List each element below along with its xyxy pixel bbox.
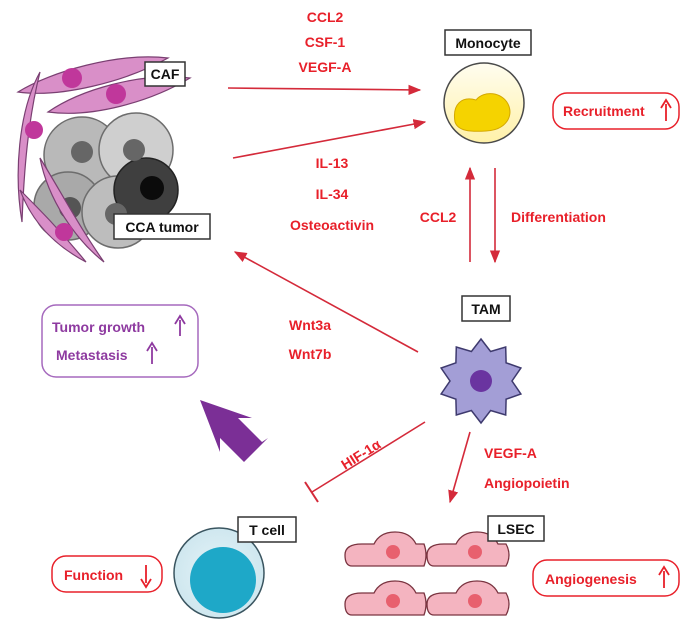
recruitment-box — [552, 92, 680, 130]
caf-cell — [39, 157, 105, 263]
lsec-cell — [344, 580, 427, 616]
cca-tumor-label: CCA tumor — [125, 219, 199, 235]
caf-cell — [16, 56, 170, 94]
factor-osteoactivin: Osteoactivin — [290, 217, 374, 233]
angiogenesis-box — [532, 559, 680, 597]
monocyte-nucleus — [453, 93, 511, 132]
function-box — [51, 555, 163, 593]
caf-nucleus — [55, 223, 73, 241]
recruitment-label: Recruitment — [563, 103, 645, 119]
factor-wnt7b: Wnt7b — [289, 346, 332, 362]
arrow-tam-to-tumor — [233, 251, 419, 353]
caf-cell — [17, 71, 41, 223]
arrow-tumor-to-monocyte — [232, 119, 427, 159]
inhibition-bar — [304, 481, 319, 503]
caf-label-box — [144, 61, 186, 87]
t-cell-label-box — [237, 516, 297, 543]
up-arrow-icon — [660, 98, 672, 121]
lsec-cell — [344, 531, 427, 567]
monocyte-label-box — [444, 29, 532, 56]
t-cell-label: T cell — [249, 522, 285, 538]
caf-nucleus — [106, 84, 126, 104]
factor-csf1: CSF-1 — [305, 34, 346, 50]
cca-tumor-label-box — [113, 213, 211, 240]
lsec-nucleus — [386, 594, 400, 608]
factor-ccl2-tam: CCL2 — [420, 209, 457, 225]
tam-label: TAM — [471, 301, 500, 317]
factor-wnt3a: Wnt3a — [289, 317, 331, 333]
up-arrow-icon — [174, 314, 186, 336]
metastasis-label: Metastasis — [56, 347, 128, 363]
factor-ccl2: CCL2 — [307, 9, 344, 25]
caf-label: CAF — [151, 66, 180, 82]
lsec-cell — [426, 580, 510, 616]
factor-il13: IL-13 — [316, 155, 349, 171]
angiogenesis-label: Angiogenesis — [545, 571, 637, 587]
factor-vegfa: VEGF-A — [299, 59, 352, 75]
tumor-outcome-box — [41, 304, 199, 378]
tumor-growth-label: Tumor growth — [52, 319, 145, 335]
function-label: Function — [64, 567, 123, 583]
down-arrow-icon — [140, 565, 152, 589]
lsec-nucleus — [468, 545, 482, 559]
factor-vegfa-tam: VEGF-A — [484, 445, 537, 461]
differentiation-label: Differentiation — [511, 209, 606, 225]
lsec-label-box — [487, 515, 545, 542]
lsec-nucleus — [386, 545, 400, 559]
lsec-label: LSEC — [497, 521, 534, 537]
tumor-nucleus — [123, 139, 145, 161]
tumor-nucleus-dark — [140, 176, 164, 200]
caf-nucleus — [62, 68, 82, 88]
arrow-tam-to-lsec — [448, 431, 471, 504]
inhibition-arrow-icon — [311, 421, 426, 493]
cca-tumor-cluster — [16, 56, 192, 263]
arrow-caf-to-monocyte — [227, 84, 422, 95]
caf-cell — [19, 189, 87, 263]
factor-angiopoietin: Angiopoietin — [484, 475, 570, 491]
big-purple-arrow-icon — [200, 400, 268, 462]
monocyte-label: Monocyte — [455, 35, 521, 51]
tumor-nucleus — [71, 141, 93, 163]
factor-il34: IL-34 — [316, 186, 349, 202]
up-arrow-icon — [658, 565, 670, 588]
factor-hif1a: HIF-1α — [338, 436, 384, 473]
lsec-nucleus — [468, 594, 482, 608]
tam-nucleus — [470, 370, 492, 392]
tam-label-box — [461, 295, 511, 322]
t-cell-nucleus — [190, 547, 256, 613]
caf-nucleus — [25, 121, 43, 139]
up-arrow-icon — [146, 341, 158, 364]
lsec-cells — [344, 531, 510, 616]
